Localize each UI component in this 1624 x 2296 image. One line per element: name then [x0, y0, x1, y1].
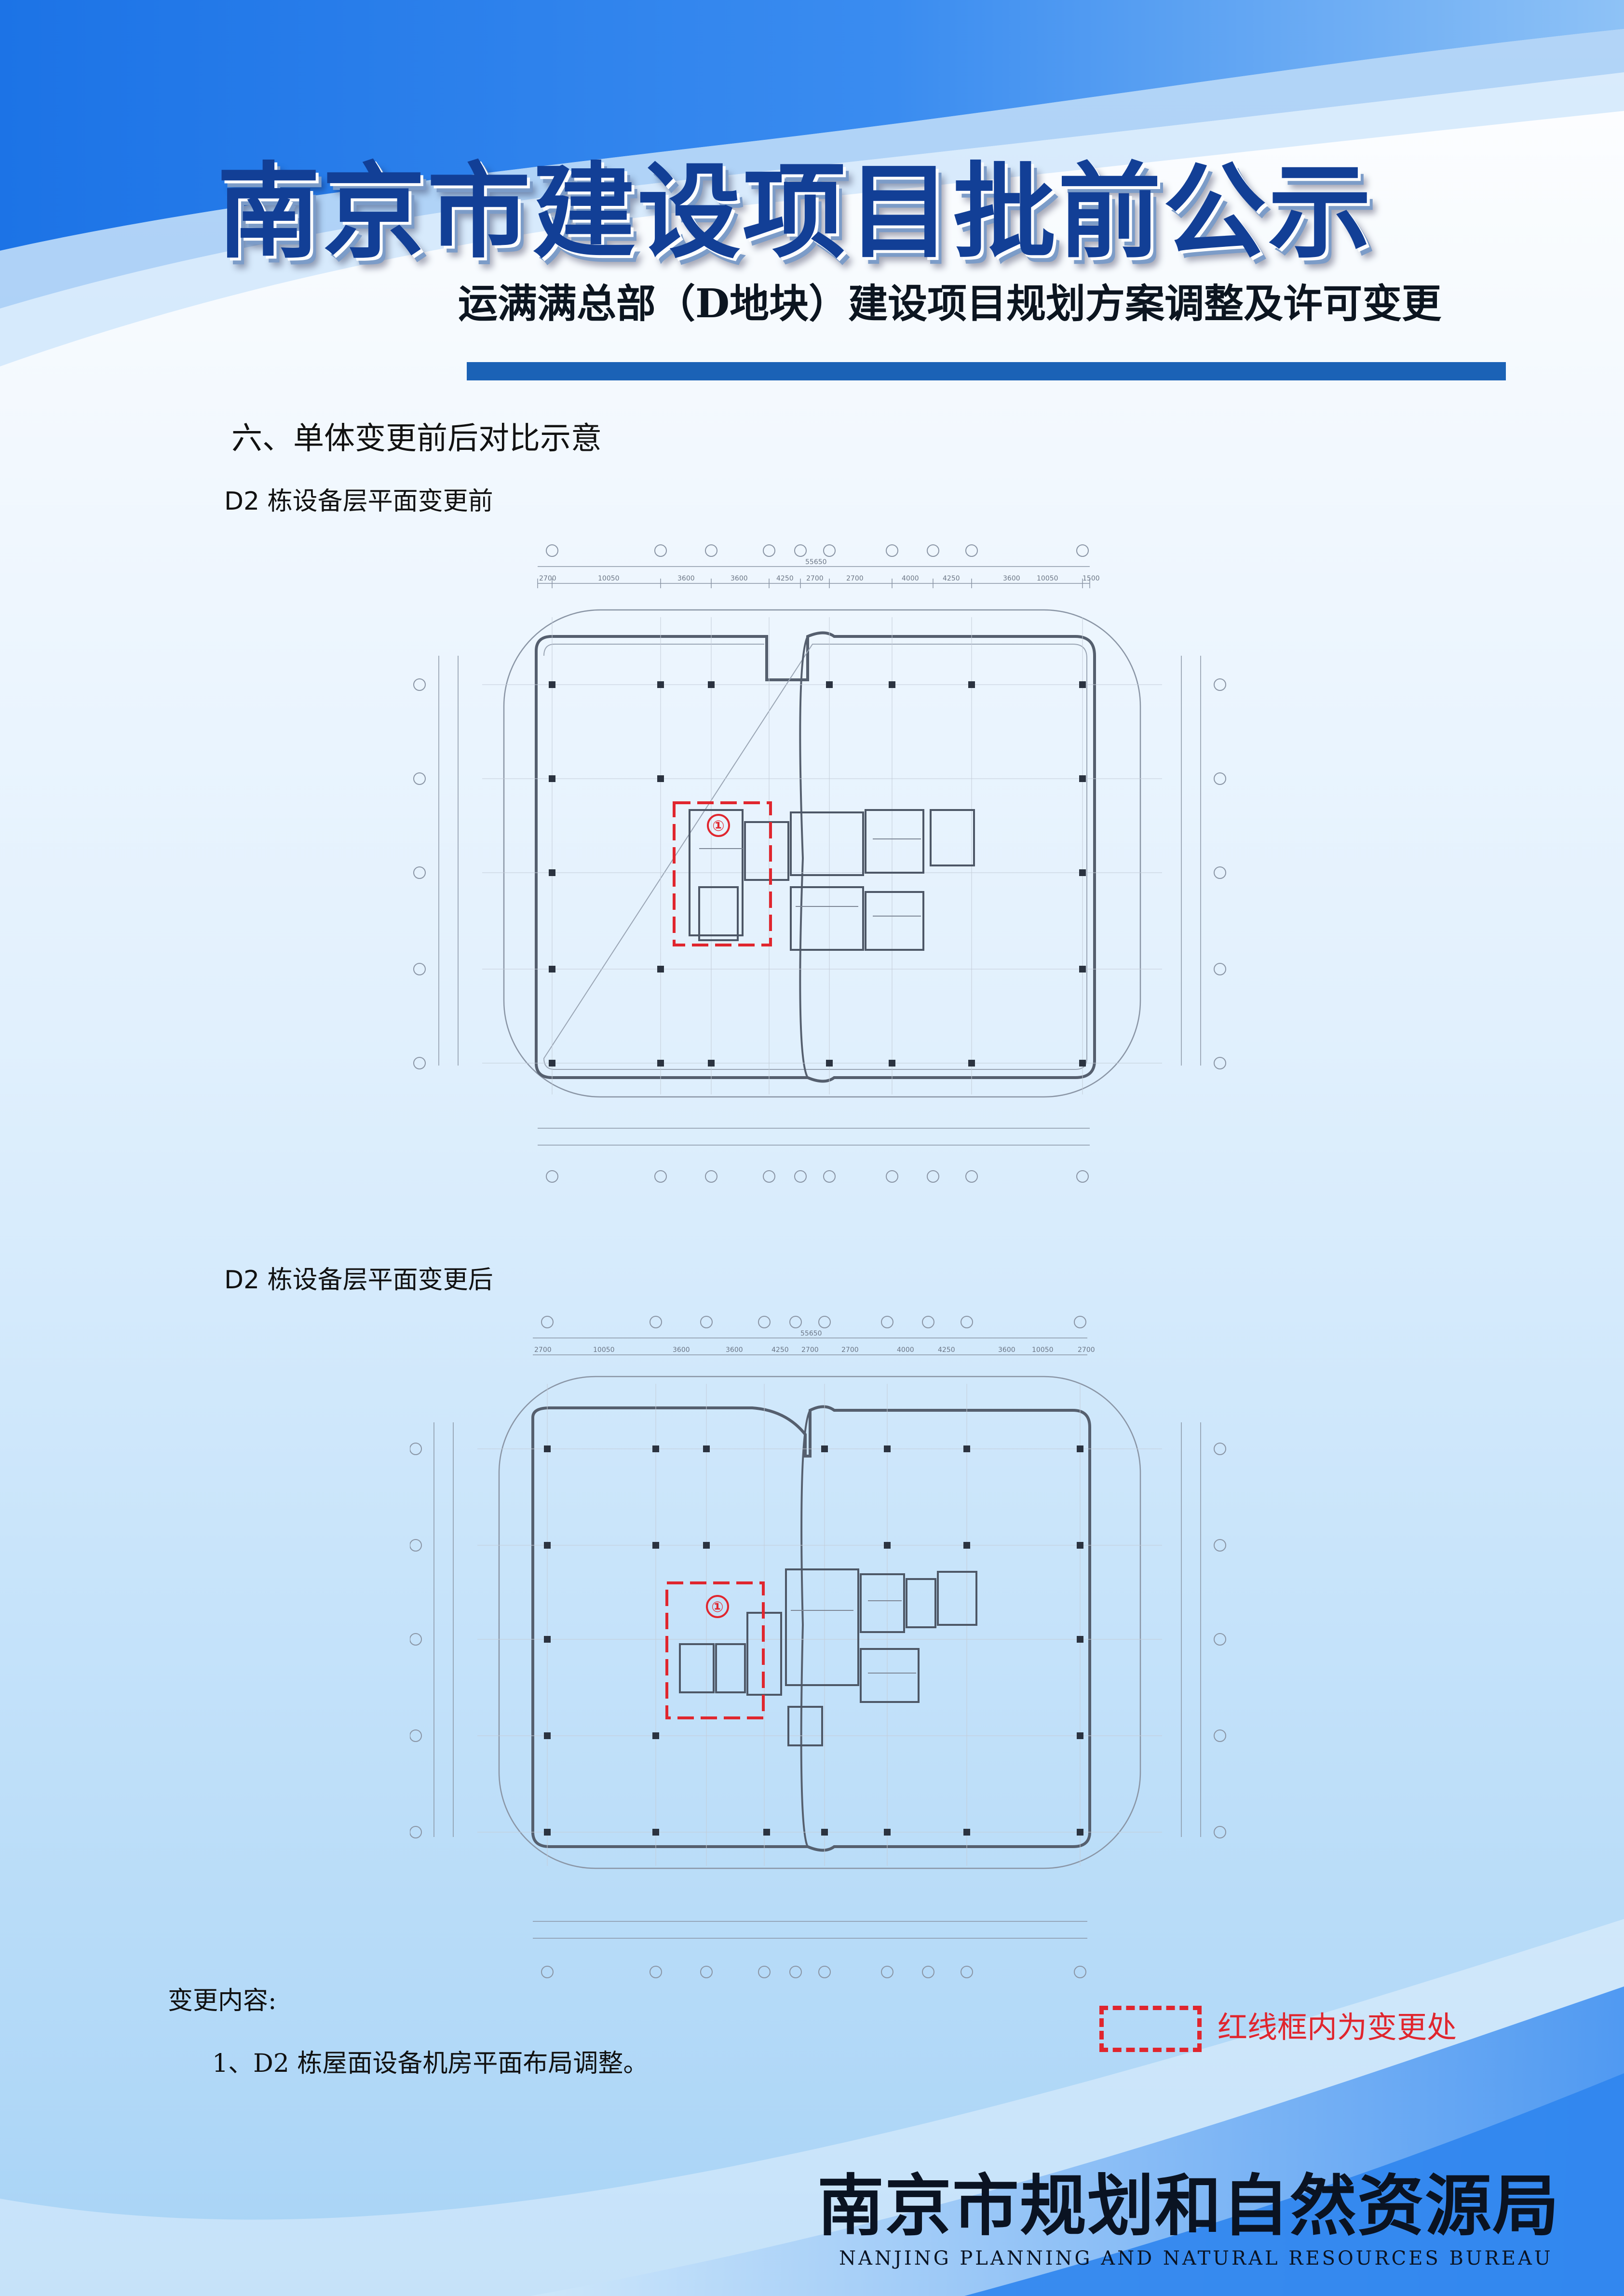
footer-organization: 南京市规划和自然资源局: [817, 2166, 1560, 2245]
dim-label: 10050: [593, 1346, 615, 1354]
plan-caption-after: D2 栋设备层平面变更后: [224, 1266, 493, 1295]
dim-label: 3600: [673, 1346, 690, 1354]
axis-bubbles-top: [546, 544, 1089, 557]
change-highlight-box: [673, 801, 772, 946]
dim-label: 3600: [726, 1346, 743, 1354]
dim-label: 2700: [534, 1346, 552, 1354]
project-subtitle: 运满满总部（D地块）建设项目规划方案调整及许可变更: [458, 281, 1442, 327]
legend-dashed-box: [1099, 2006, 1202, 2052]
dim-label: 2700: [806, 575, 824, 582]
legend-text: 红线框内为变更处: [1218, 2010, 1457, 2045]
dim-label: 2700: [841, 1346, 859, 1354]
footer-organization-en: NANJING PLANNING AND NATURAL RESOURCES B…: [839, 2247, 1553, 2269]
section-heading: 六、单体变更前后对比示意: [231, 421, 602, 457]
change-marker: ①: [712, 818, 724, 835]
dim-label: 4250: [943, 575, 960, 582]
dim-label: 4250: [776, 575, 794, 582]
dim-label: 3600: [677, 575, 695, 582]
floor-plan-before: 2700 10050 3600 3600 4250 2700 2700 4000…: [413, 544, 1226, 1183]
dim-label: 10050: [1037, 575, 1058, 582]
dim-label-total: 55650: [805, 558, 827, 566]
dim-label: 3600: [998, 1346, 1015, 1354]
dim-label: 10050: [598, 575, 620, 582]
dim-label: 3600: [731, 575, 748, 582]
dim-label: 3600: [1003, 575, 1020, 582]
dim-label: 4000: [897, 1346, 914, 1354]
header-divider: [467, 362, 1506, 380]
dim-label: 4250: [771, 1346, 789, 1354]
dim-label: 2700: [1078, 1346, 1095, 1354]
change-item: 1、D2 栋屋面设备机房平面布局调整。: [212, 2049, 649, 2078]
dim-label-total: 55650: [800, 1330, 822, 1337]
dim-label: 2700: [846, 575, 864, 582]
dim-label: 4250: [938, 1346, 955, 1354]
change-content-title: 变更内容:: [168, 1986, 277, 2015]
change-marker: ①: [711, 1599, 723, 1616]
change-highlight-box: [665, 1581, 765, 1719]
floor-plan-after: 2700 10050 3600 3600 4250 2700 2700 4000…: [410, 1316, 1226, 1978]
page-title: 南京市建设项目批前公示: [217, 151, 1373, 272]
plan-caption-before: D2 栋设备层平面变更前: [224, 487, 493, 516]
dim-label: 10050: [1032, 1346, 1054, 1354]
dim-label: 2700: [801, 1346, 819, 1354]
dim-label: 4000: [902, 575, 919, 582]
dim-label: 1500: [1083, 575, 1100, 582]
dim-label: 2700: [539, 575, 556, 582]
